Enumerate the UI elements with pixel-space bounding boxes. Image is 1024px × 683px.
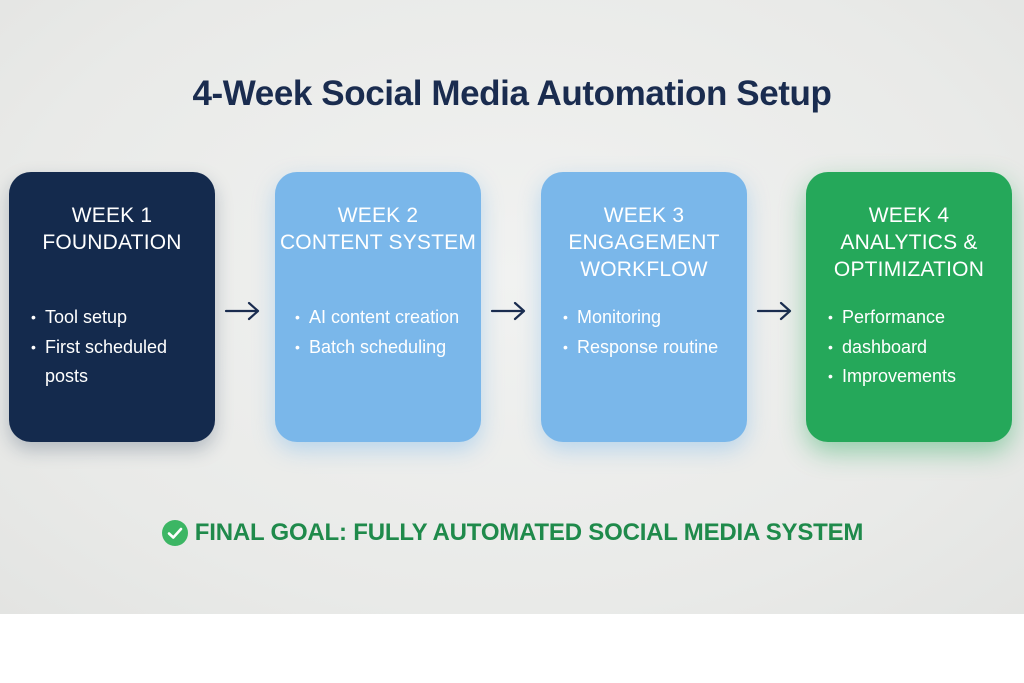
week-2-label: WEEK 2 [337,204,419,227]
week-1-label: WEEK 1 [71,204,153,227]
week-3-heading: WEEK 3 ENGAGEMENT WORKFLOW [541,202,747,283]
bullet-icon: • [295,309,300,325]
bullet-icon: • [295,338,300,355]
list-item: •AI content creation [275,303,481,333]
arrow-right-icon [489,297,529,325]
week-3-title-line-2: WORKFLOW [580,258,708,281]
week-4-heading: WEEK 4 ANALYTICS & OPTIMIZATION [806,202,1012,283]
week-2-title: CONTENT SYSTEM [279,231,477,254]
final-goal: FINAL GOAL: FULLY AUTOMATED SOCIAL MEDIA… [0,519,1024,552]
list-item: •First scheduled [9,333,215,363]
arrow-right-icon [223,297,263,325]
week-3-label: WEEK 3 [603,204,685,227]
list-item: •Response routine [541,333,747,363]
list-item: •dashboard [806,333,1012,363]
week-4-title-line-1: ANALYTICS & [840,231,978,254]
week-4-tasks: •Performance •dashboard •Improvements [806,303,1012,392]
bullet-icon: • [563,338,568,355]
week-1-card: WEEK 1 FOUNDATION •Tool setup •First sch… [9,172,215,442]
bullet-icon: • [828,338,833,355]
list-item: posts [45,366,89,386]
week-2-card: WEEK 2 CONTENT SYSTEM •AI content creati… [275,172,481,442]
list-item: •Monitoring [541,303,747,333]
bullet-icon: • [828,309,833,325]
list-item: •Tool setup [9,303,215,333]
arrow-right-icon [755,297,795,325]
list-item: •Batch scheduling [275,333,481,363]
week-4-label: WEEK 4 [868,204,950,227]
diagram-canvas: 4-Week Social Media Automation Setup WEE… [0,0,1024,614]
week-3-tasks: •Monitoring •Response routine [541,303,747,362]
week-2-heading: WEEK 2 CONTENT SYSTEM [275,202,481,256]
list-item: •Performance [806,303,1012,333]
week-4-title-line-2: OPTIMIZATION [833,258,985,281]
final-goal-text: FINAL GOAL: FULLY AUTOMATED SOCIAL MEDIA… [194,519,864,546]
bullet-icon: • [31,309,36,325]
bottom-margin [0,614,1024,683]
week-1-title: FOUNDATION [42,231,182,254]
check-circle-icon [161,519,189,547]
week-3-title-line-1: ENGAGEMENT [568,231,720,254]
bullet-icon: • [563,309,568,325]
week-2-tasks: •AI content creation •Batch scheduling [275,303,481,362]
bullet-icon: • [31,338,36,355]
bullet-icon: • [828,368,833,384]
week-4-card: WEEK 4 ANALYTICS & OPTIMIZATION •Perform… [806,172,1012,442]
week-1-heading: WEEK 1 FOUNDATION [9,202,215,256]
list-item: •Improvements [806,362,1012,392]
week-3-card: WEEK 3 ENGAGEMENT WORKFLOW •Monitoring •… [541,172,747,442]
page-title: 4-Week Social Media Automation Setup [192,74,832,113]
week-1-tasks: •Tool setup •First scheduled posts [9,303,215,392]
